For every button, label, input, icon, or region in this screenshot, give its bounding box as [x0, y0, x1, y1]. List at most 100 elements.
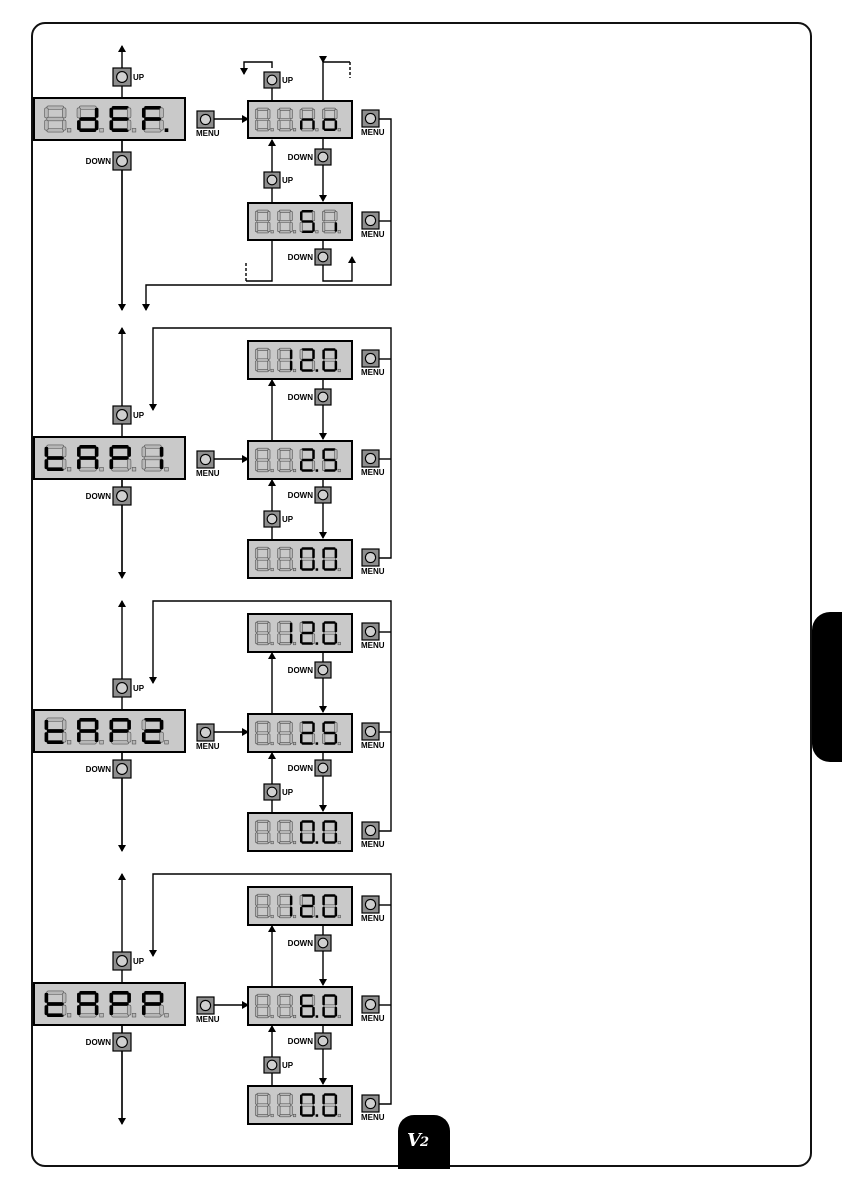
display-dot [271, 915, 274, 918]
down-button[interactable]: DOWN [86, 1033, 131, 1051]
button-label: DOWN [288, 393, 314, 402]
down-button[interactable]: DOWN [288, 487, 331, 503]
display-segment [268, 449, 271, 459]
display-segment [142, 108, 146, 118]
display-segment [312, 211, 315, 220]
menu-button[interactable]: MENU [196, 111, 220, 138]
down-button[interactable]: DOWN [288, 149, 331, 165]
display-segment [268, 895, 271, 905]
down-button[interactable]: DOWN [288, 760, 331, 776]
display-segment [302, 1005, 314, 1008]
menu-button[interactable]: MENU [196, 724, 220, 751]
display-segment [268, 734, 271, 744]
display-dot [165, 128, 169, 132]
display-segment [300, 120, 303, 129]
menu-button[interactable]: MENU [361, 350, 385, 377]
down-button[interactable]: DOWN [288, 249, 331, 265]
display-segment [324, 732, 336, 735]
display-segment [144, 117, 161, 121]
option-display-tap2-2: 2.5 [248, 714, 352, 752]
up-button[interactable]: UP [113, 679, 145, 697]
display-segment [300, 1007, 303, 1017]
display-segment [255, 722, 258, 732]
display-segment [79, 718, 96, 722]
down-button[interactable]: DOWN [288, 1033, 331, 1049]
menu-button[interactable]: MENU [361, 996, 385, 1023]
button-circle-icon [267, 75, 277, 85]
display-segment [62, 993, 66, 1003]
button-circle-icon [365, 353, 375, 363]
display-segment [302, 1093, 314, 1096]
up-button[interactable]: UP [264, 511, 294, 527]
menu-button[interactable]: MENU [196, 451, 220, 478]
display-segment [278, 833, 281, 843]
display-segment [142, 720, 146, 730]
display-segment [144, 467, 161, 471]
down-button[interactable]: DOWN [288, 935, 331, 951]
menu-button[interactable]: MENU [361, 110, 385, 137]
menu-button[interactable]: MENU [361, 450, 385, 477]
display-segment [312, 120, 315, 129]
button-label: DOWN [86, 765, 112, 774]
menu-button[interactable]: MENU [361, 822, 385, 849]
display-segment [335, 548, 338, 558]
display-segment [290, 907, 293, 917]
display-segment [142, 447, 146, 457]
display-segment [255, 449, 258, 459]
display-segment [278, 461, 281, 471]
display-segment [312, 821, 315, 831]
down-button[interactable]: DOWN [86, 760, 131, 778]
menu-button[interactable]: MENU [361, 623, 385, 650]
display-segment [302, 994, 314, 997]
display-dot [293, 841, 296, 844]
display-segment [335, 734, 338, 744]
display-dot [271, 230, 274, 233]
display-segment [268, 211, 271, 220]
display-segment [160, 993, 164, 1003]
display-segment [160, 120, 164, 130]
display-dot [316, 841, 319, 844]
up-button[interactable]: UP [113, 406, 145, 424]
button-label: MENU [361, 641, 385, 650]
display-segment [279, 128, 291, 131]
display-segment [335, 895, 338, 905]
menu-button[interactable]: MENU [196, 997, 220, 1024]
display-segment [278, 211, 281, 220]
menu-button[interactable]: MENU [361, 723, 385, 750]
menu-button[interactable]: MENU [361, 1095, 385, 1122]
down-button[interactable]: DOWN [288, 389, 331, 405]
display-segment [142, 120, 146, 130]
display-segment [278, 1007, 281, 1017]
display-segment [112, 991, 129, 995]
down-button[interactable]: DOWN [86, 152, 131, 170]
display-segment [255, 461, 258, 471]
display-segment [312, 895, 315, 905]
display-segment [79, 117, 96, 121]
button-label: DOWN [288, 1037, 314, 1046]
display-segment [335, 833, 338, 843]
menu-button[interactable]: MENU [361, 896, 385, 923]
display-segment [278, 821, 281, 831]
up-button[interactable]: UP [264, 784, 294, 800]
up-button[interactable]: UP [113, 68, 145, 86]
display-segment [302, 108, 314, 111]
up-button[interactable]: UP [264, 1057, 294, 1073]
up-button[interactable]: UP [264, 172, 294, 188]
down-button[interactable]: DOWN [288, 662, 331, 678]
display-segment [324, 369, 336, 372]
button-circle-icon [318, 763, 328, 773]
display-segment [79, 128, 96, 132]
display-segment [324, 118, 336, 121]
display-segment [47, 128, 64, 132]
up-button[interactable]: UP [113, 952, 145, 970]
display-segment [112, 729, 129, 733]
menu-button[interactable]: MENU [361, 212, 385, 239]
display-segment [279, 1104, 291, 1107]
menu-button[interactable]: MENU [361, 549, 385, 576]
display-segment [160, 720, 164, 730]
display-segment [268, 560, 271, 570]
display-segment [47, 106, 64, 110]
display-segment [302, 369, 314, 372]
up-button[interactable]: UP [264, 72, 294, 88]
down-button[interactable]: DOWN [86, 487, 131, 505]
